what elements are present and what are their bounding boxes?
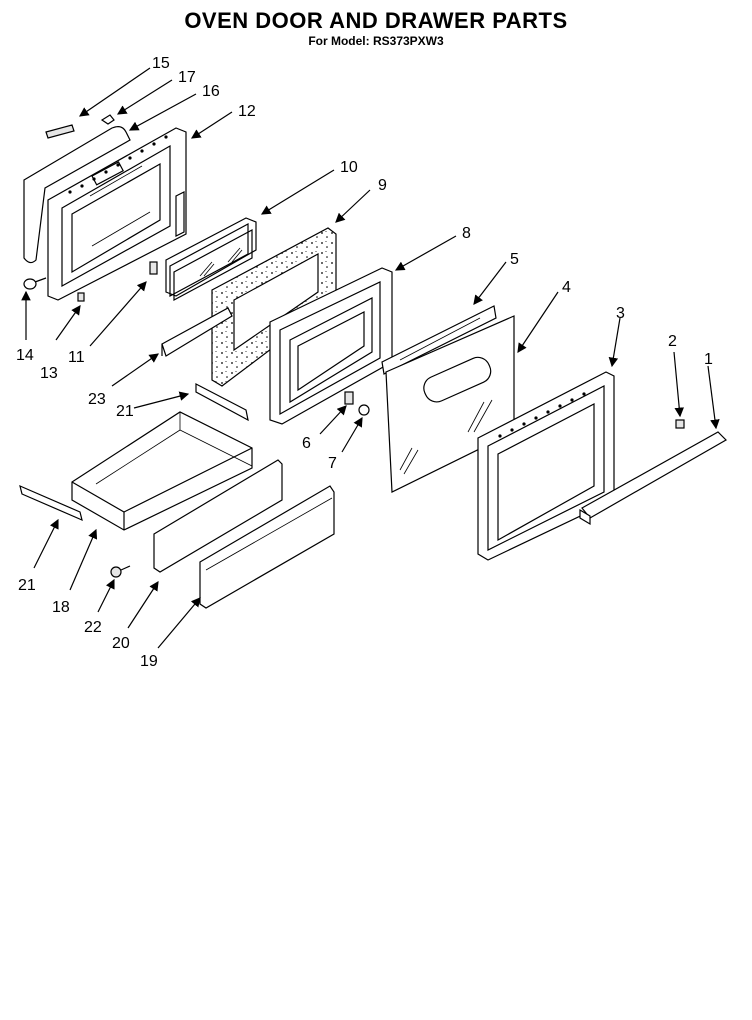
callout-12: 12 — [238, 103, 256, 120]
callout-8: 8 — [462, 225, 471, 242]
callout-23: 23 — [88, 391, 106, 408]
callout-3: 3 — [616, 305, 625, 322]
part-23-rail — [161, 307, 233, 357]
part-12-inner-door — [47, 127, 187, 302]
callout-13: 13 — [40, 365, 58, 382]
part-12-vent-holes — [68, 135, 168, 194]
callout-21-upper: 21 — [116, 403, 134, 420]
callout-4: 4 — [562, 279, 571, 296]
part-18-drawer-body — [71, 411, 253, 531]
part-8-door-frame — [269, 267, 393, 425]
part-5-vent-trim — [381, 305, 497, 375]
part-10-glass-pack — [165, 217, 257, 302]
part-14-screw — [23, 277, 47, 290]
callout-21-lower: 21 — [18, 577, 36, 594]
part-20-drawer-front — [153, 459, 283, 573]
callout-20: 20 — [112, 635, 130, 652]
part-21-upper-slide — [195, 383, 249, 422]
callout-16: 16 — [202, 83, 220, 100]
callout-2: 2 — [668, 333, 677, 350]
callout-18: 18 — [52, 599, 70, 616]
diagram-subtitle: For Model: RS373PXW3 — [308, 34, 444, 48]
callout-10: 10 — [340, 159, 358, 176]
part-22-screw — [110, 565, 131, 578]
callout-numbers: 15 17 16 12 10 9 8 5 4 3 2 1 14 13 11 23… — [16, 55, 713, 670]
part-2-bracket — [675, 419, 685, 429]
part-15-vent-plate — [45, 124, 75, 139]
part-16-gasket — [23, 126, 131, 264]
callout-1: 1 — [704, 351, 713, 368]
callout-19: 19 — [140, 653, 158, 670]
part-17-clip — [100, 114, 115, 125]
callout-5: 5 — [510, 251, 519, 268]
leader-lines — [21, 67, 720, 649]
part-3-vent-holes — [498, 392, 586, 438]
diagram-title: OVEN DOOR AND DRAWER PARTS — [184, 8, 568, 33]
callout-14: 14 — [16, 347, 34, 364]
callout-7: 7 — [328, 455, 337, 472]
callout-6: 6 — [302, 435, 311, 452]
callout-22: 22 — [84, 619, 102, 636]
title-block: OVEN DOOR AND DRAWER PARTS For Model: RS… — [0, 8, 752, 48]
callout-9: 9 — [378, 177, 387, 194]
part-21-lower-slide — [19, 484, 83, 522]
callout-11: 11 — [68, 349, 85, 366]
part-1-handle — [579, 431, 727, 526]
callout-15: 15 — [152, 55, 170, 72]
callout-17: 17 — [178, 69, 196, 86]
